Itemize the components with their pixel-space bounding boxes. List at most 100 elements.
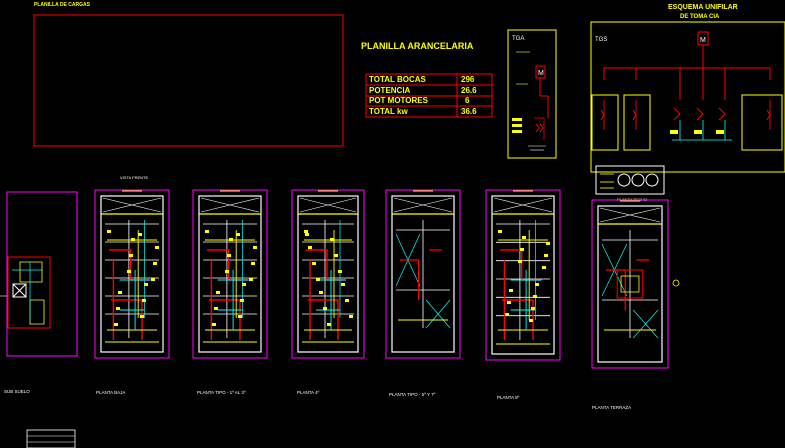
plan-outline — [591, 199, 669, 369]
light-well — [200, 197, 260, 213]
outlet-icon — [498, 230, 502, 233]
plan-planta-tipo-1-3[interactable] — [192, 189, 268, 359]
outlet-icon — [338, 270, 342, 273]
plan-planta-terraza[interactable] — [591, 199, 669, 369]
arancelaria-title: PLANILLA ARANCELARIA — [361, 41, 474, 51]
outlet-icon — [144, 283, 148, 286]
plan-label: PLANTA TIPO - 1º AL 3º — [197, 390, 246, 395]
outlet-icon — [214, 307, 218, 310]
tga-motor-label: M — [538, 70, 544, 77]
plan-walls — [100, 195, 164, 353]
title-block — [26, 429, 76, 448]
outlet-icon — [542, 266, 546, 269]
outlet-icon — [253, 246, 257, 249]
tga-label: TGA — [512, 36, 524, 42]
outlet-icon — [227, 254, 231, 257]
outlet-icon — [334, 254, 338, 257]
plan-planta-baja[interactable] — [94, 189, 170, 359]
wiring — [306, 249, 345, 340]
outlet-icon — [305, 233, 309, 236]
outlet-icon — [341, 283, 345, 286]
outlet-icon — [505, 313, 509, 316]
plan-walls — [391, 195, 455, 353]
tga-panel[interactable]: TGA M — [507, 29, 557, 159]
outlet-icon — [327, 323, 331, 326]
plan-walls — [198, 195, 262, 353]
plan-label: PLANTA 8º — [497, 395, 520, 400]
plan-outline — [485, 189, 561, 361]
outlet-icon — [153, 262, 157, 265]
unifilar-motor-label: M — [700, 37, 706, 44]
plan-line — [396, 220, 450, 328]
outlet-icon — [131, 238, 135, 241]
plan-outline — [192, 189, 268, 359]
outlet-icon — [140, 315, 144, 318]
outlet-icon — [229, 238, 233, 241]
outlet-icon — [535, 283, 539, 286]
plan-label: PLANTA TIPO - 5º Y 7º — [389, 392, 436, 397]
load-table-frame — [33, 14, 344, 147]
outlet-icon — [236, 233, 240, 236]
light-well — [299, 197, 357, 213]
top-left-title: PLANILLA DE CARGAS — [34, 2, 91, 8]
arancelaria-row-value: 6 — [465, 96, 470, 105]
outlet-icon — [323, 307, 327, 310]
outlet-icon — [216, 291, 220, 294]
plan-label: PLANTA 4º — [297, 390, 320, 395]
outlet-icon — [312, 262, 316, 265]
outlet-icon — [316, 278, 320, 281]
arancelaria-row-label: POTENCIA — [369, 86, 411, 95]
outlet-icon — [319, 291, 323, 294]
outlet-icon — [142, 299, 146, 302]
outlet-icon — [509, 289, 513, 292]
arancelaria-table: TOTAL BOCAS 296 POTENCIA 26.6 POT MOTORE… — [365, 73, 493, 118]
outlet-icon — [107, 230, 111, 233]
plan-outline — [291, 189, 365, 359]
wiring — [119, 270, 151, 330]
outlet-icon — [129, 254, 133, 257]
outlet-icon — [151, 278, 155, 281]
arancelaria-row-value: 296 — [461, 75, 475, 84]
unifilar-diagram[interactable]: TGS M — [590, 21, 785, 173]
outlet-icon — [529, 319, 533, 322]
plan-label: SUB SUELO — [4, 389, 30, 394]
outlet-icon — [345, 299, 349, 302]
wiring — [498, 230, 548, 331]
light-well — [632, 309, 659, 339]
wiring — [400, 249, 442, 300]
outlet-icon — [242, 283, 246, 286]
outlet-icon — [205, 230, 209, 233]
outlet-icon — [544, 254, 548, 257]
light-well — [425, 299, 451, 329]
unifilar-subtitle: DE TOMA CIA — [680, 14, 720, 20]
plan-sub-suelo[interactable] — [0, 191, 78, 357]
outlet-icon — [155, 246, 159, 249]
unifilar-title: ESQUEMA UNIFILAR — [668, 4, 738, 11]
arancelaria-row-label: TOTAL BOCAS — [369, 75, 427, 84]
arancelaria-row-value: 36.6 — [461, 107, 477, 116]
outlet-icon — [251, 262, 255, 265]
plan-walls — [491, 195, 555, 355]
outlet-icon — [240, 299, 244, 302]
outlet-icon — [238, 315, 242, 318]
plan-planta-tipo-5-7[interactable] — [385, 189, 461, 359]
outlet-icon — [212, 323, 216, 326]
level-marker-icon — [672, 279, 680, 287]
outlet-icon — [349, 315, 353, 318]
tank-block — [616, 269, 644, 299]
outlet-icon — [225, 270, 229, 273]
plan-planta-8[interactable] — [485, 189, 561, 361]
outlet-icon — [114, 323, 118, 326]
light-well — [493, 197, 553, 213]
outlet-icon — [507, 301, 511, 304]
plan-planta-4[interactable] — [291, 189, 365, 359]
outlet-icon — [118, 291, 122, 294]
plan-walls — [597, 205, 663, 363]
outlet-icon — [522, 236, 526, 239]
outlet-icon — [520, 248, 524, 251]
outlet-icon — [116, 307, 120, 310]
outlet-icon — [533, 295, 537, 298]
outlet-icon — [531, 307, 535, 310]
light-well — [393, 197, 453, 213]
